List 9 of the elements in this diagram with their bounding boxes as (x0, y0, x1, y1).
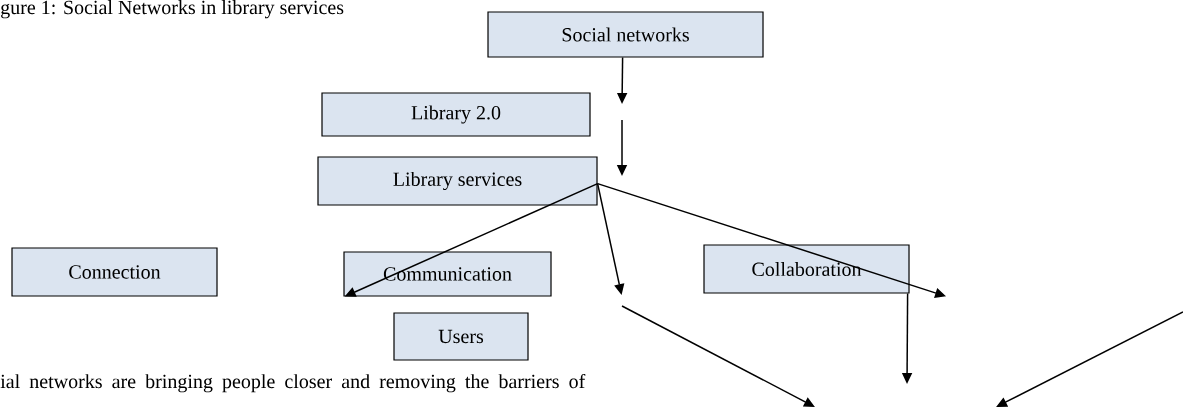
figure-title: gure 1: Social Networks in library services (1, 0, 344, 19)
text-box: Users (393, 312, 529, 361)
text-box: Collaboration (703, 244, 910, 294)
body-text: ial networks are bringing people closer and removing the barriers of (0, 373, 586, 393)
text-box: Library 2.0 (321, 92, 591, 137)
text-box: Social networks (487, 11, 764, 58)
text-box: Library services (317, 156, 598, 206)
arrow (596, 182, 625, 295)
text-box: Connection (11, 247, 218, 297)
